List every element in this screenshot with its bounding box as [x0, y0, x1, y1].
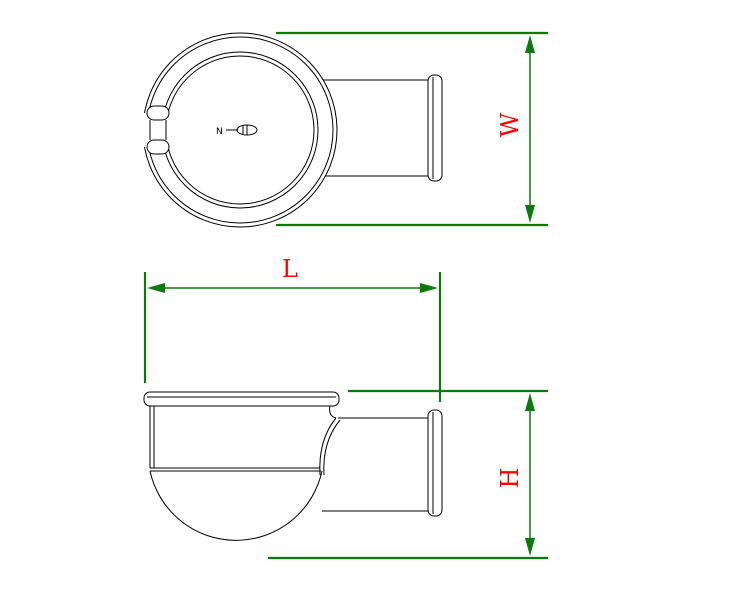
- top-view-center-mark: N: [216, 124, 258, 137]
- side-view: [143, 391, 443, 541]
- side-view-top-flange: [143, 391, 340, 407]
- length-label: L: [282, 255, 298, 283]
- side-view-outlet-pipe: [322, 409, 443, 517]
- side-view-bowl-bottom: [149, 470, 323, 541]
- top-view: N: [140, 32, 443, 228]
- svg-text:N: N: [216, 127, 223, 137]
- height-dimension: H: [268, 389, 548, 560]
- top-view-outlet-pipe: [310, 74, 443, 182]
- width-dimension: W: [276, 31, 548, 227]
- length-dimension: L: [143, 255, 442, 402]
- top-view-handle: [140, 105, 170, 155]
- width-label: W: [496, 112, 524, 137]
- top-view-outer-rim: [142, 32, 338, 228]
- height-label: H: [496, 468, 524, 489]
